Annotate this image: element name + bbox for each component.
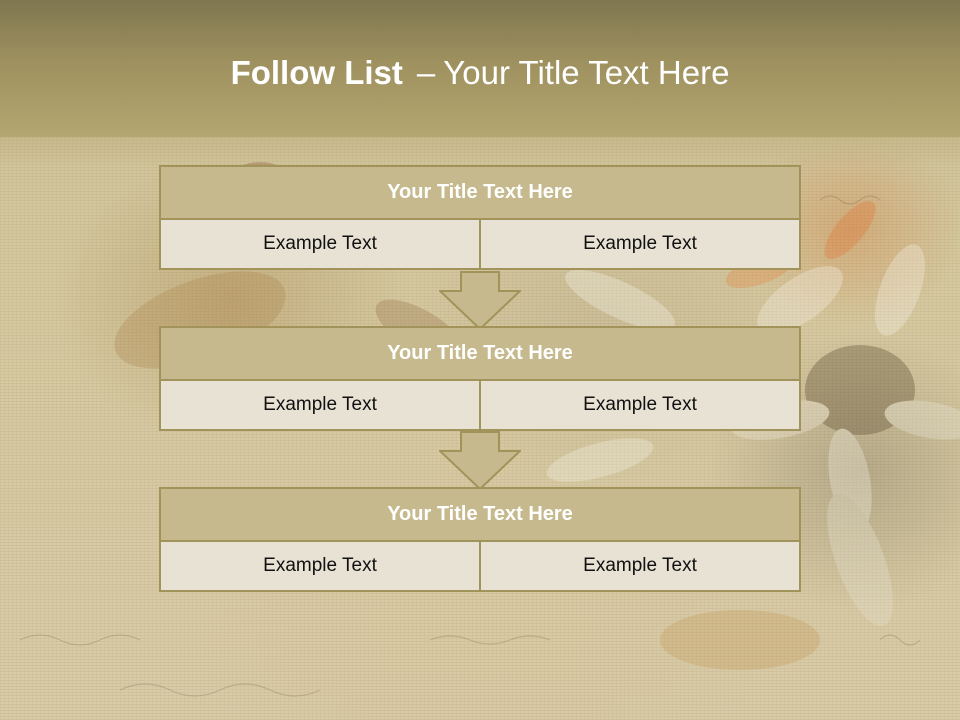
block-title[interactable]: Your Title Text Here (159, 326, 801, 381)
list-block-3: Your Title Text Here Example Text Exampl… (159, 487, 801, 592)
block-title[interactable]: Your Title Text Here (159, 487, 801, 542)
block-title[interactable]: Your Title Text Here (159, 165, 801, 220)
title-bar (0, 0, 960, 137)
block-cell-left[interactable]: Example Text (159, 381, 481, 431)
slide-title-dash: – (416, 54, 436, 91)
list-block-2: Your Title Text Here Example Text Exampl… (159, 326, 801, 431)
block-row: Example Text Example Text (159, 381, 801, 431)
slide-title-rest: Your Title Text Here (443, 54, 730, 91)
block-cell-right[interactable]: Example Text (479, 381, 801, 431)
title-bar-fade (0, 137, 960, 165)
block-cell-right[interactable]: Example Text (479, 220, 801, 270)
block-cell-right[interactable]: Example Text (479, 542, 801, 592)
block-row: Example Text Example Text (159, 542, 801, 592)
down-arrow-icon (439, 431, 521, 491)
block-row: Example Text Example Text (159, 220, 801, 270)
list-block-1: Your Title Text Here Example Text Exampl… (159, 165, 801, 270)
slide-title-bold: Follow List (230, 54, 403, 91)
slide-title: Follow List–Your Title Text Here (0, 54, 960, 92)
block-cell-left[interactable]: Example Text (159, 542, 481, 592)
down-arrow-icon (439, 271, 521, 331)
block-cell-left[interactable]: Example Text (159, 220, 481, 270)
